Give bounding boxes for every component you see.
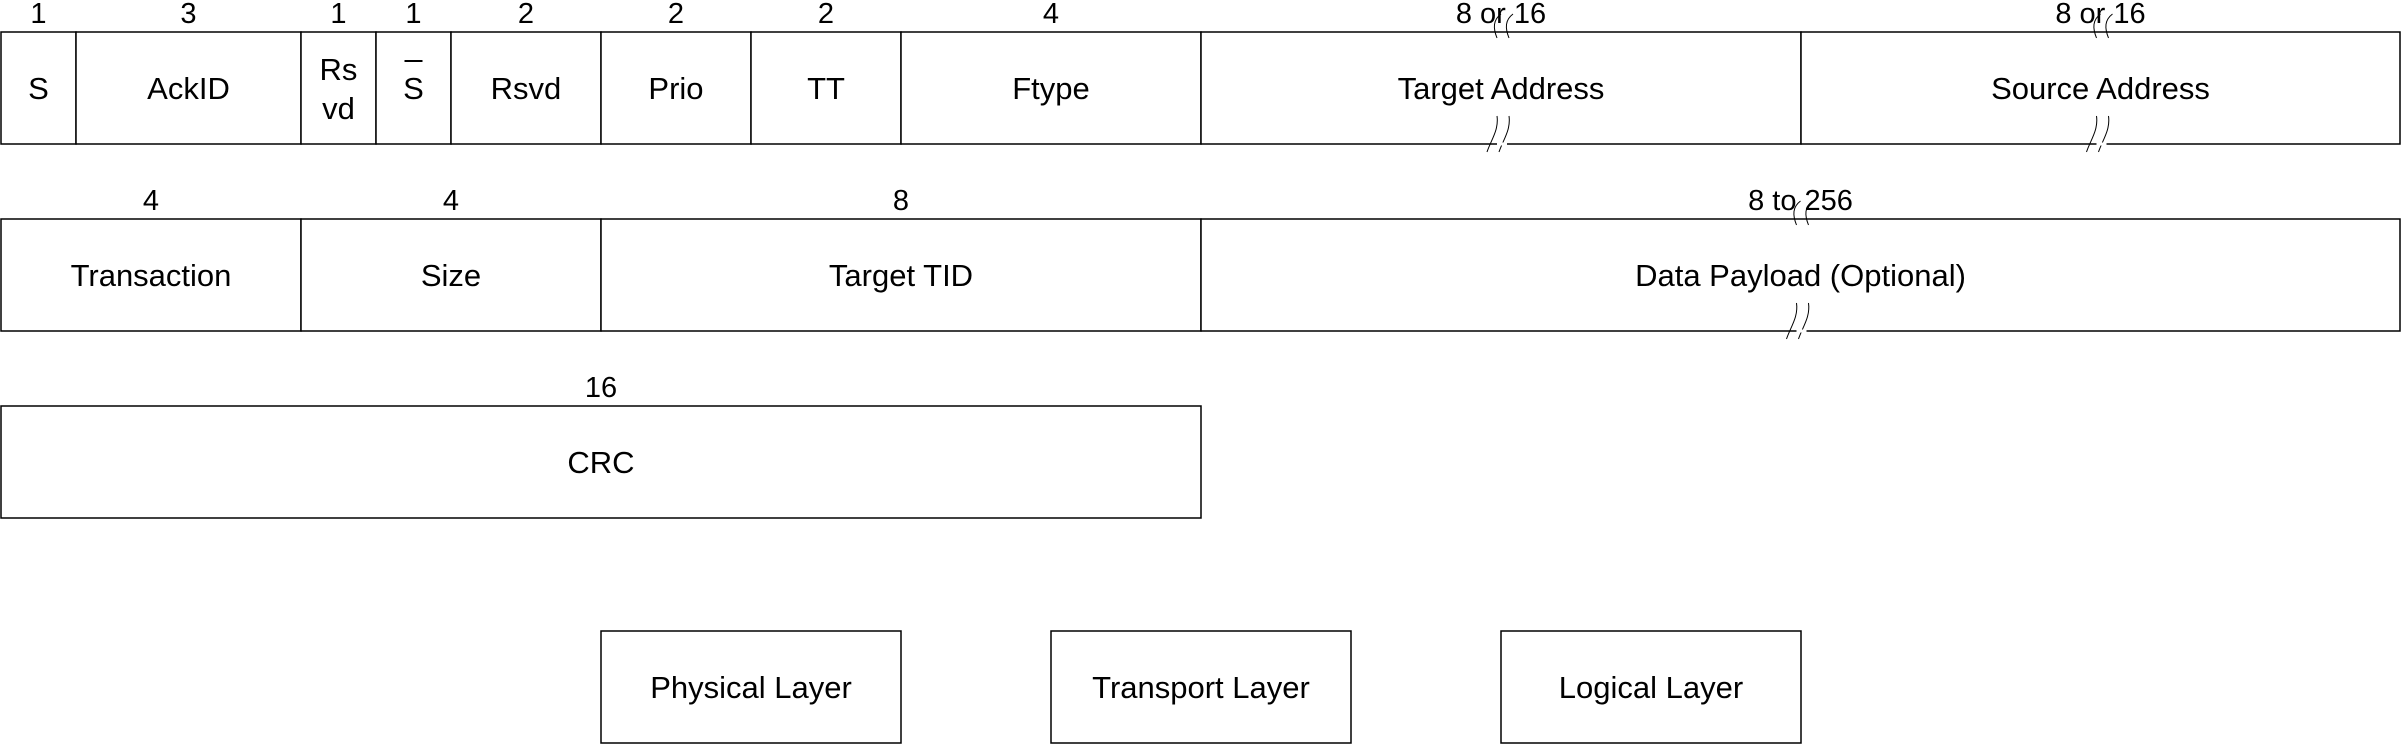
transaction-field-bits: 4 (143, 185, 159, 217)
tt-field-label: TT (807, 71, 845, 106)
s-bar-field-label: S (403, 71, 424, 106)
legend-logical-layer-label: Logical Layer (1559, 670, 1743, 705)
transaction-field-box (0, 218, 302, 332)
source-address-field-bits: 8 or 16 (2055, 0, 2145, 30)
legend-transport-layer-box (1050, 630, 1352, 744)
ackid-field-label: AckID (147, 71, 230, 106)
target-tid-field-bits: 8 (893, 185, 909, 217)
source-address-field-label: Source Address (1991, 71, 2210, 106)
tt-field-box (750, 31, 902, 145)
ackid-field-box (75, 31, 302, 145)
crc-field-box (0, 405, 1202, 519)
data-payload-optional-field-break-marks (1786, 200, 1813, 340)
prio-field-box (600, 31, 752, 145)
source-address-field-box (1800, 31, 2401, 145)
target-address-field: 8 or 16 Target Address (1200, 0, 1802, 153)
crc-field-bits: 16 (585, 372, 617, 404)
s-field-label: S (28, 71, 49, 106)
data-payload-optional-field-box (1200, 218, 2401, 332)
data-payload-optional-field-label: Data Payload (Optional) (1635, 258, 1966, 293)
legend-transport-layer-label: Transport Layer (1092, 670, 1310, 705)
ftype-field-label: Ftype (1012, 71, 1090, 106)
ackid-field-bits: 3 (180, 0, 196, 30)
legend-physical-layer: Physical Layer (600, 630, 902, 744)
prio-field-bits: 2 (668, 0, 684, 30)
prio-field-label: Prio (648, 71, 703, 106)
rsvd-field-box (450, 31, 602, 145)
s-field-box (0, 31, 77, 145)
crc-field-label: CRC (567, 445, 634, 480)
ftype-field-bits: 4 (1043, 0, 1059, 30)
source-address-field-break-marks (2086, 13, 2113, 153)
target-address-field-bits: 8 or 16 (1456, 0, 1546, 30)
layer-legend: Physical Layer Transport Layer Logical Lay… (600, 630, 1802, 744)
legend-logical-layer: Logical Layer (1500, 630, 1802, 744)
target-address-field-break-marks (1486, 13, 1514, 153)
size-field-box (300, 218, 602, 332)
s-field-bits: 1 (30, 0, 46, 30)
s-bar-field-bits: 1 (405, 0, 421, 30)
target-address-field-label: Target Address (1398, 71, 1605, 106)
rs-vd-field-bits: 1 (330, 0, 346, 30)
rsvd-field-bits: 2 (518, 0, 534, 30)
legend-transport-layer: Transport Layer (1050, 630, 1352, 744)
rs-vd-field-box (300, 31, 377, 145)
legend-physical-layer-label: Physical Layer (650, 670, 852, 705)
s-bar-field: 1S (375, 0, 452, 145)
target-address-field-box (1200, 31, 1802, 145)
transaction-field-label: Transaction (71, 258, 232, 293)
tt-field-bits: 2 (818, 0, 834, 30)
tt-field: 2TT (750, 0, 902, 145)
size-field-bits: 4 (443, 185, 459, 217)
s-field: 1S (0, 0, 77, 145)
rsvd-field-label: Rsvd (491, 71, 562, 106)
legend-physical-layer-box (600, 630, 902, 744)
legend-logical-layer-box (1500, 630, 1802, 744)
size-field-label: Size (421, 258, 481, 293)
target-tid-field-label: Target TID (829, 258, 973, 293)
source-address-field: 8 or 16 Source Address (1800, 0, 2401, 153)
